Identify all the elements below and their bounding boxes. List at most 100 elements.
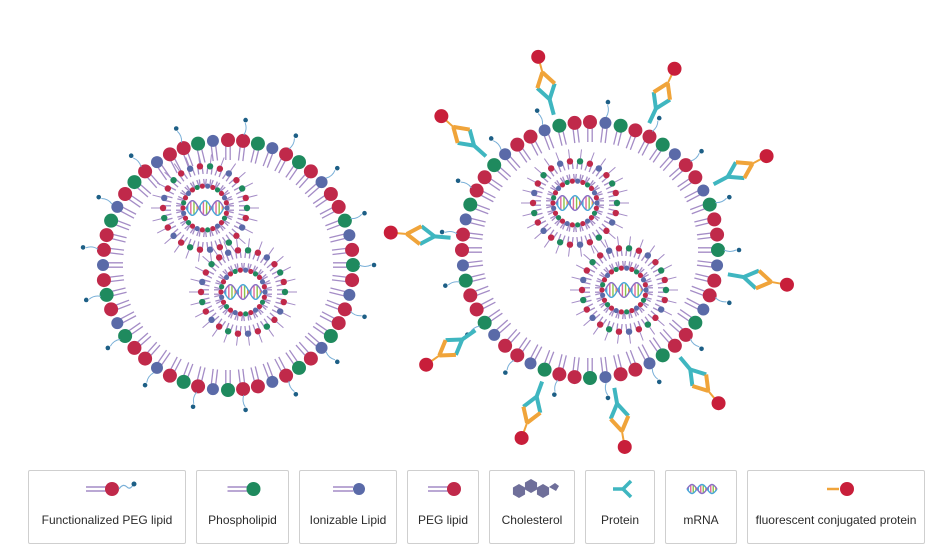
inner-vesicle bbox=[151, 154, 259, 262]
peg-lipid bbox=[274, 356, 294, 383]
peg-lipid bbox=[191, 366, 206, 394]
functionalized-peg-tether bbox=[128, 153, 142, 168]
phospholipid bbox=[537, 349, 555, 377]
vesicle-lipid bbox=[640, 252, 652, 264]
vesicle-lipid bbox=[219, 270, 230, 281]
phospholipid bbox=[285, 155, 307, 181]
functionalized-peg-tether bbox=[350, 210, 367, 220]
vesicle-lipid bbox=[607, 208, 619, 217]
phospholipid bbox=[312, 322, 338, 344]
vesicle-lipid bbox=[591, 210, 603, 220]
legend-item-functionalized-peg-lipid: Functionalized PEG lipid bbox=[28, 470, 186, 544]
vesicle-lipid bbox=[547, 210, 559, 220]
vesicle-lipid bbox=[583, 267, 596, 277]
phospholipid bbox=[463, 197, 491, 215]
mrna-strand bbox=[185, 199, 225, 217]
ionizable-lipid bbox=[206, 134, 219, 162]
vesicle-lipid bbox=[547, 229, 559, 241]
vesicle-lipid bbox=[591, 229, 603, 241]
vesicle-lipid bbox=[551, 181, 562, 192]
vesicle-lipid bbox=[177, 170, 189, 182]
functionalized-peg-tether bbox=[105, 338, 121, 351]
peg-lipid bbox=[221, 133, 235, 160]
ionizable-lipid bbox=[684, 184, 710, 203]
vesicle-lipid bbox=[208, 260, 220, 272]
fluorescent-conjugated-protein bbox=[647, 61, 682, 124]
peg-lipid bbox=[455, 243, 482, 257]
peg-lipid bbox=[694, 212, 722, 227]
vesicle-lipid bbox=[198, 227, 206, 238]
vesicle-lipid bbox=[224, 205, 234, 211]
ionizable-lipid bbox=[599, 116, 612, 144]
functionalized-peg-tether bbox=[190, 391, 198, 410]
vesicle-lipid bbox=[224, 307, 234, 318]
ionizable-lipid bbox=[488, 319, 512, 341]
vesicle-lipid bbox=[192, 179, 200, 191]
phospholipid bbox=[333, 258, 360, 272]
vesicle-lipid bbox=[562, 220, 570, 232]
phospholipid bbox=[552, 118, 567, 146]
peg-lipid bbox=[138, 341, 161, 366]
functionalized-peg-tether bbox=[325, 351, 340, 365]
ionizable-lipid bbox=[599, 356, 612, 384]
vesicle-lipid bbox=[596, 297, 608, 307]
vesicle-lipid bbox=[596, 273, 608, 283]
vesicle-lipid bbox=[252, 249, 262, 262]
vesicle-lipid bbox=[208, 312, 220, 324]
peg-lipid bbox=[250, 366, 265, 394]
phospholipid bbox=[127, 175, 152, 198]
vesicle-lipid bbox=[234, 247, 242, 259]
vesicle-lipid bbox=[218, 219, 229, 230]
inner-vesicle bbox=[570, 236, 678, 344]
vesicle-lipid bbox=[583, 303, 596, 313]
vesicle-lipid bbox=[625, 323, 633, 335]
mrna-strand bbox=[555, 194, 595, 212]
functionalized-peg-tether bbox=[651, 368, 662, 385]
protein-icon bbox=[613, 479, 633, 499]
vesicle-lipid bbox=[637, 268, 648, 279]
vesicle-lipid bbox=[259, 254, 271, 266]
vesicle-lipid bbox=[242, 262, 250, 273]
ionizable-lipid bbox=[304, 332, 328, 354]
peg-lipid bbox=[325, 299, 352, 317]
vesicle-lipid bbox=[591, 186, 603, 196]
peg-lipid bbox=[331, 273, 360, 288]
vesicle-lipid bbox=[215, 299, 227, 309]
vesicle-lipid bbox=[170, 228, 182, 240]
legend-label: Phospholipid bbox=[208, 513, 277, 527]
functionalized-peg-tether bbox=[173, 126, 183, 143]
phospholipid bbox=[191, 136, 206, 164]
vesicle-lipid bbox=[600, 301, 611, 312]
vesicle-lipid bbox=[611, 307, 619, 319]
legend-item-cholesterol: Cholesterol bbox=[489, 470, 575, 544]
vesicle-lipid bbox=[177, 234, 189, 246]
vesicle-lipid bbox=[605, 247, 615, 260]
vesicle-lipid bbox=[214, 165, 224, 178]
legend: Functionalized PEG lipid Phospholipid Io… bbox=[0, 470, 952, 560]
legend-item-ionizable-lipid: Ionizable Lipid bbox=[299, 470, 397, 544]
phospholipid bbox=[221, 370, 235, 397]
functionalized-peg-tether bbox=[288, 380, 299, 397]
functionalized-peg-tether bbox=[288, 133, 299, 150]
peg-lipid bbox=[696, 227, 725, 242]
vesicle-lipid bbox=[214, 289, 224, 295]
phospholipid bbox=[583, 358, 597, 385]
vesicle-lipid bbox=[551, 214, 562, 225]
vesicle-lipid bbox=[230, 309, 238, 321]
phospholipid bbox=[613, 118, 628, 146]
ionizable-lipid bbox=[524, 344, 543, 370]
functionalized-peg-tether bbox=[689, 338, 704, 352]
vesicle-lipid bbox=[259, 299, 271, 309]
peg-lipid bbox=[567, 356, 582, 385]
vesicle-lipid bbox=[629, 261, 637, 273]
vesicle-lipid bbox=[214, 294, 225, 302]
phospholipid bbox=[104, 213, 131, 231]
vesicle-lipid bbox=[611, 261, 619, 273]
peg-lipid bbox=[552, 354, 567, 382]
vesicle-lipid bbox=[236, 262, 244, 273]
vesicle-lipid bbox=[605, 320, 615, 333]
vesicle-lipid bbox=[196, 241, 204, 253]
vesicle-lipid bbox=[574, 222, 582, 233]
vesicle-lipid bbox=[568, 222, 576, 233]
vesicle-lipid bbox=[252, 322, 262, 335]
